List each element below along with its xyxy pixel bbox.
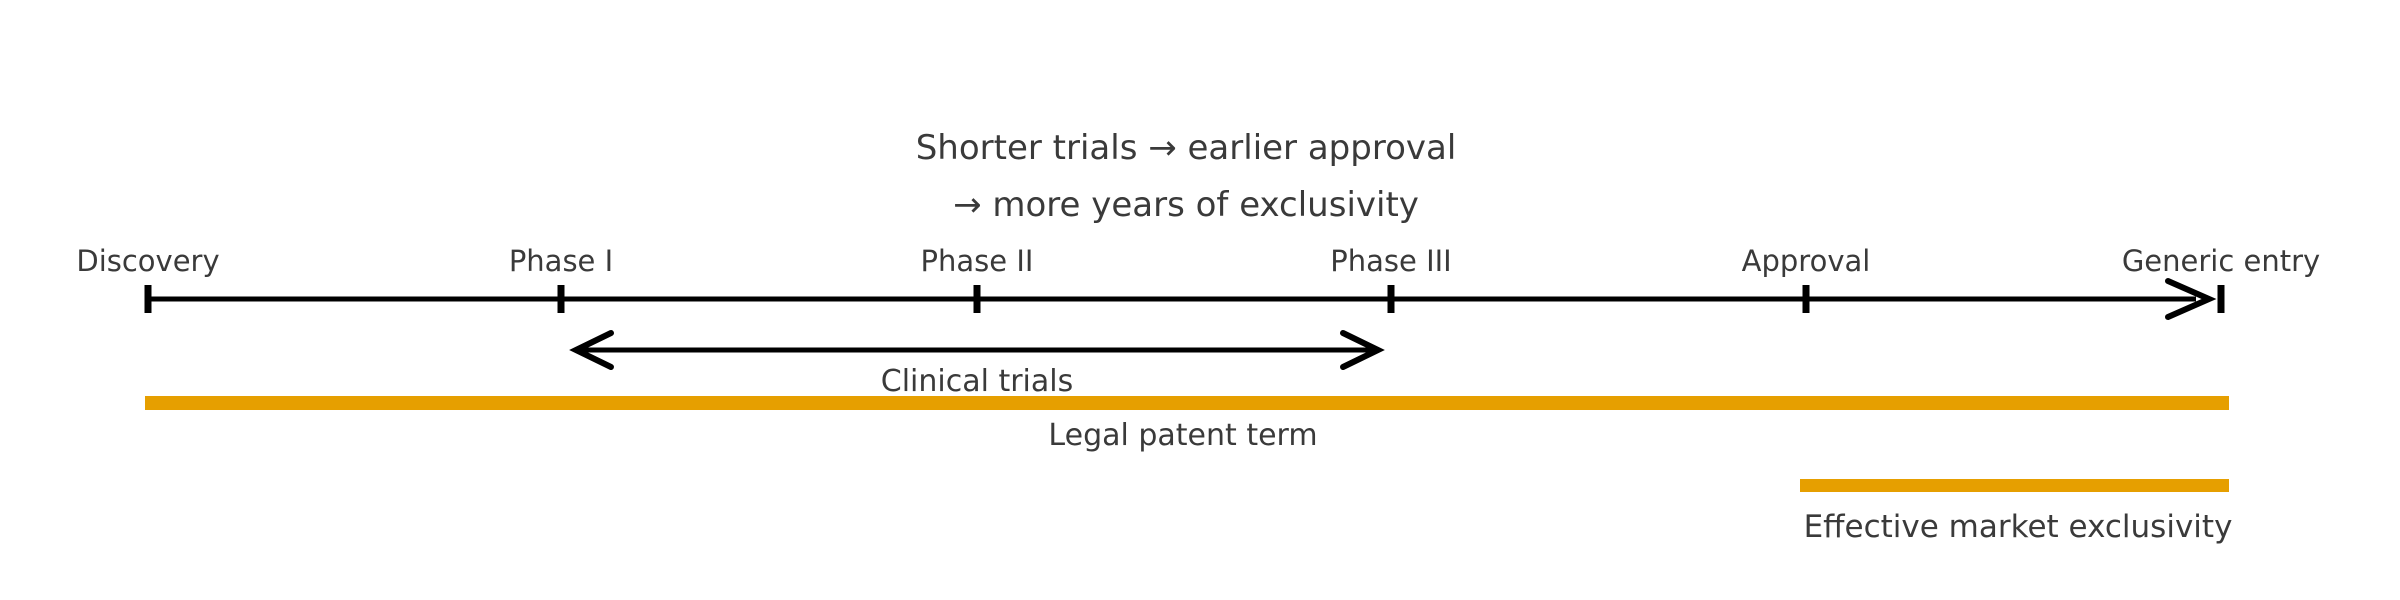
annotation-title-line2: → more years of exclusivity: [953, 185, 1419, 225]
milestone-label-approval: Approval: [1741, 244, 1871, 278]
milestone-label-phase-3: Phase III: [1330, 244, 1452, 278]
milestone-label-discovery: Discovery: [76, 244, 220, 278]
effective-market-exclusivity-label: Effective market exclusivity: [1803, 509, 2233, 545]
timeline-arrowhead-icon: [2165, 278, 2217, 320]
milestone-label-phase-2: Phase II: [920, 244, 1034, 278]
legal-patent-term-bar: [145, 396, 2229, 410]
effective-market-exclusivity-bar: [1800, 479, 2229, 492]
clinical-trials-arrowhead-right-icon: [1340, 330, 1385, 370]
clinical-trials-arrowhead-left-icon: [569, 330, 614, 370]
milestone-label-generic-entry: Generic entry: [2121, 244, 2321, 278]
annotation-title: Shorter trials → earlier approval → more…: [916, 120, 1457, 234]
legal-patent-term-label: Legal patent term: [1048, 418, 1318, 453]
annotation-title-line1: Shorter trials → earlier approval: [915, 128, 1457, 168]
milestone-label-phase-1: Phase I: [508, 244, 614, 278]
clinical-trials-label: Clinical trials: [880, 364, 1074, 399]
